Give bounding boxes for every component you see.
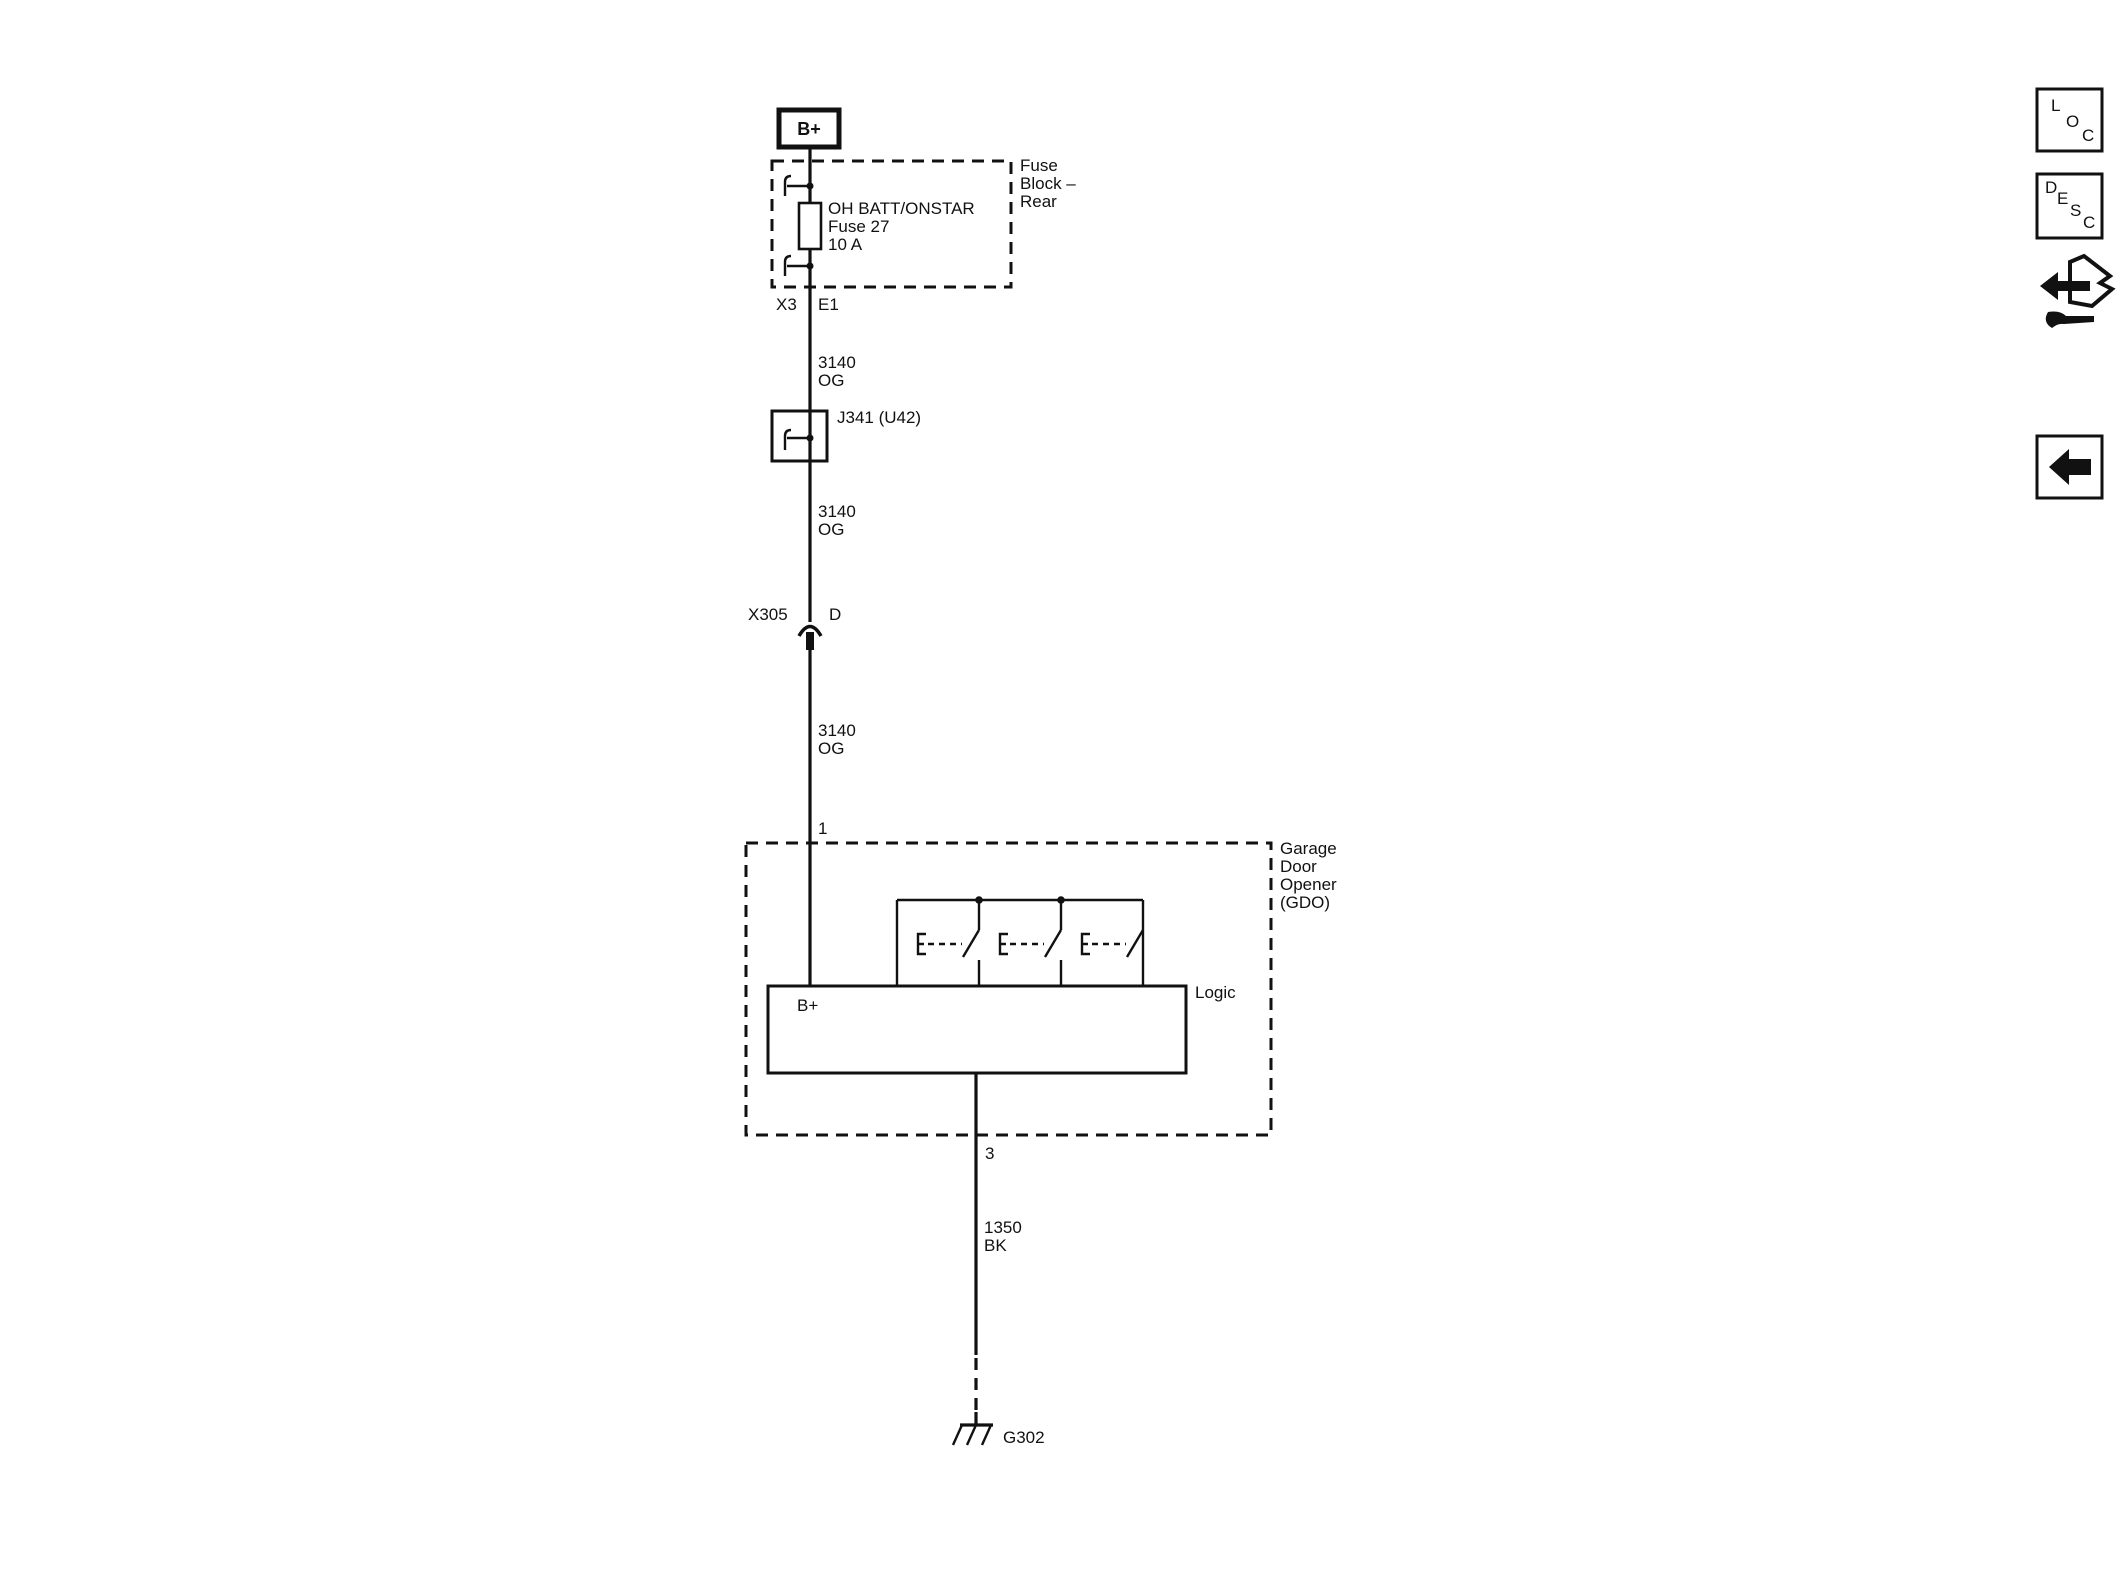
fuse-rating: 10 A: [828, 235, 863, 254]
inline-connector-x305: X305 D: [748, 605, 841, 650]
fuse-27-icon: [797, 201, 823, 251]
fuse-block-title-1: Fuse: [1020, 156, 1058, 175]
gdo-input-pin: 1: [818, 819, 827, 838]
switch-array: [895, 896, 1145, 986]
splice-label: J341 (U42): [837, 408, 921, 427]
switch-2: [998, 900, 1063, 986]
loc-letter-c: C: [2082, 126, 2094, 145]
wire-4-circuit: 1350: [984, 1218, 1022, 1237]
splice-pack-j341: J341 (U42): [770, 408, 921, 463]
gdo-title-3: Opener: [1280, 875, 1337, 894]
wire-2-color: OG: [818, 520, 844, 539]
fuse-number: Fuse 27: [828, 217, 889, 236]
fuse-block-pin: E1: [818, 295, 839, 314]
wire-1-circuit: 3140: [818, 353, 856, 372]
connector-wrench-icon[interactable]: [2040, 253, 2116, 328]
back-button[interactable]: [2035, 434, 2104, 500]
desc-letter-c: C: [2083, 213, 2095, 232]
desc-letter-d: D: [2045, 178, 2057, 197]
connector-pin: D: [829, 605, 841, 624]
loc-letter-o: O: [2066, 112, 2079, 131]
left-arrow-icon: [2049, 449, 2091, 485]
logic-block: [766, 984, 1188, 1075]
wire-4-color: BK: [984, 1236, 1007, 1255]
wire-label-1: 3140 OG: [818, 353, 856, 390]
wire-label-3: 3140 OG: [818, 721, 856, 758]
ground-g302: G302: [951, 1412, 1045, 1447]
garage-door-opener-module: Garage Door Opener (GDO) 1 B+ Logic: [744, 819, 1337, 1163]
fuse-block-rear: Fuse Block – Rear OH BATT/ONSTAR Fuse 27…: [770, 156, 1076, 314]
switch-3: [1080, 929, 1145, 958]
wire-label-4: 1350 BK: [984, 1218, 1022, 1255]
logic-bplus-label: B+: [797, 996, 818, 1015]
location-button[interactable]: L O C: [2035, 87, 2104, 153]
description-button[interactable]: D E S C: [2035, 172, 2104, 240]
ground-label: G302: [1003, 1428, 1045, 1447]
switch-1: [916, 900, 981, 986]
fuse-block-title-2: Block –: [1020, 174, 1076, 193]
fuse-block-connector: X3: [776, 295, 797, 314]
desc-letter-e: E: [2057, 189, 2068, 208]
loc-letter-l: L: [2051, 96, 2060, 115]
fuse-block-title-3: Rear: [1020, 192, 1057, 211]
wire-2-circuit: 3140: [818, 502, 856, 521]
gdo-title-2: Door: [1280, 857, 1317, 876]
wire-3-color: OG: [818, 739, 844, 758]
logic-label: Logic: [1195, 983, 1236, 1002]
wire-3-circuit: 3140: [818, 721, 856, 740]
fuse-name: OH BATT/ONSTAR: [828, 199, 975, 218]
power-source-label: B+: [797, 119, 821, 139]
desc-letter-s: S: [2070, 201, 2081, 220]
wire-label-2: 3140 OG: [818, 502, 856, 539]
gdo-ground-pin: 3: [985, 1144, 994, 1163]
battery-power-source: B+: [776, 107, 842, 150]
gdo-title-4: (GDO): [1280, 893, 1330, 912]
connector-name: X305: [748, 605, 788, 624]
wire-1-color: OG: [818, 371, 844, 390]
gdo-title-1: Garage: [1280, 839, 1337, 858]
